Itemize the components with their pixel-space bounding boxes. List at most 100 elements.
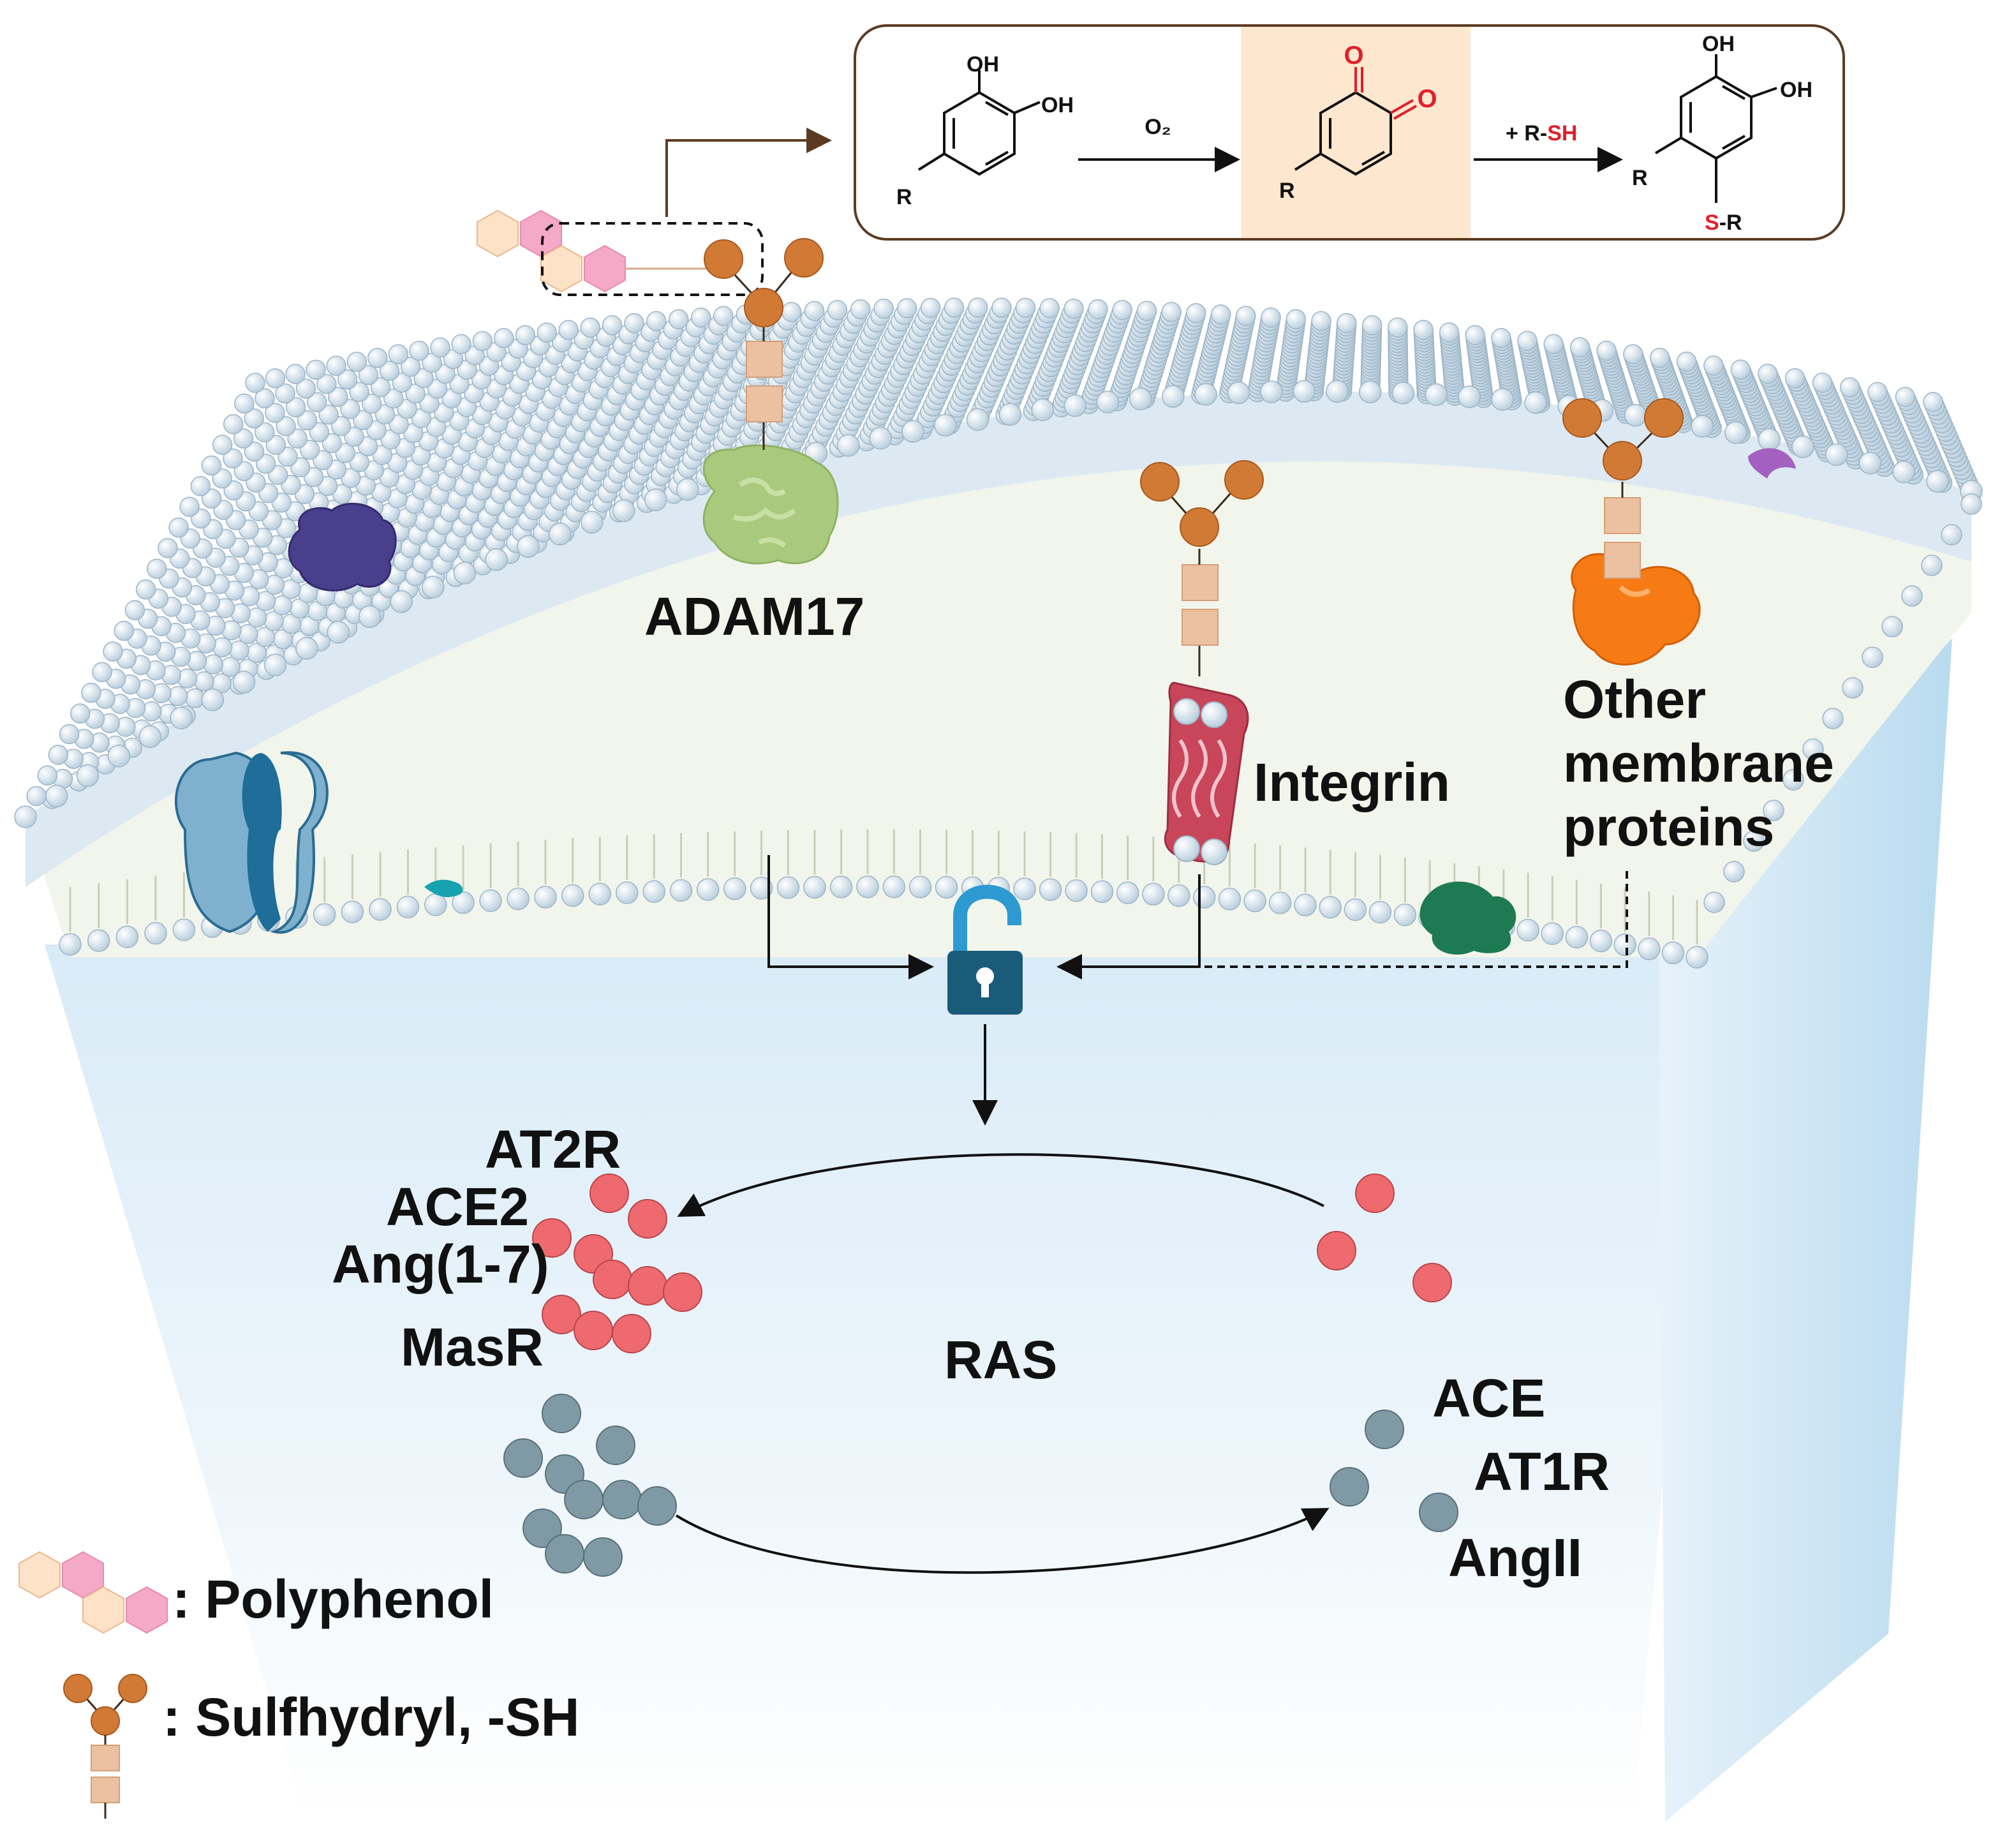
lipid-head (358, 605, 382, 629)
lipid-head (856, 875, 879, 898)
lipid-head (1743, 830, 1765, 852)
lipid-head (1941, 524, 1962, 546)
lipid-head (616, 881, 639, 904)
membrane-protein-green (1419, 881, 1516, 955)
lipid-head (201, 455, 222, 476)
lipid-head (1839, 377, 1860, 398)
reactant-oh-1: OH (967, 52, 999, 77)
lipid-head (908, 875, 932, 898)
lipid-head (1842, 677, 1864, 699)
membrane-protein-teal (424, 879, 463, 897)
product-r: R (1632, 166, 1648, 190)
lipid-head (144, 921, 167, 945)
lipid-head (14, 805, 37, 828)
lipid-head (1064, 299, 1084, 319)
lipid-head (383, 388, 404, 409)
lipid-head (966, 408, 989, 431)
lipid-head (1524, 391, 1547, 414)
ace-label: ACE (1432, 1368, 1545, 1428)
lipid-head (549, 523, 572, 546)
unlocked-padlock-icon (947, 884, 1023, 1015)
at2r-label: AT2R (485, 1119, 621, 1179)
integrin-label: Integrin (1254, 752, 1450, 812)
lipid-head (1286, 309, 1307, 330)
cytoplasm (45, 638, 1952, 1822)
classical-dot (596, 1426, 635, 1465)
lipid-head (1064, 394, 1087, 417)
lipid-head (1344, 898, 1367, 921)
lipid-head (1784, 368, 1805, 389)
lipid-head (1881, 616, 1903, 637)
lipid-head (537, 322, 557, 343)
lipid-head (944, 297, 965, 318)
lipid-head (1802, 738, 1824, 760)
lipid-head (1013, 877, 1036, 900)
protective-dot (1355, 1173, 1395, 1213)
adam17-label: ADAM17 (644, 586, 864, 646)
lipid-head (1090, 880, 1114, 904)
lipid-head (168, 517, 189, 538)
lipid-head (337, 369, 358, 390)
lipid-head (750, 877, 773, 900)
lipid-head (158, 538, 178, 558)
lipid-head (1862, 646, 1883, 668)
lipid-head (1921, 555, 1943, 576)
lipid-head (1517, 331, 1538, 352)
lipid-head (114, 620, 135, 641)
classical-dot (1419, 1493, 1458, 1532)
lipid-head (472, 331, 493, 352)
lipid-head (1649, 348, 1670, 368)
lipid-head (1129, 387, 1152, 410)
protective-ras-scatter (1317, 1173, 1452, 1302)
lipid-head (1361, 315, 1382, 336)
lipid-head (1960, 493, 1982, 515)
reagent-prefix: + R- (1506, 121, 1547, 145)
lipid-head (170, 706, 193, 729)
lipid-head (1895, 387, 1916, 407)
lipid-head (580, 510, 604, 534)
lipid-head (1923, 392, 1943, 412)
integrin-to-lock-arrow (1056, 874, 1201, 980)
protective-dot (589, 1173, 629, 1213)
lipid-head (366, 420, 387, 441)
lipid-head (349, 452, 369, 472)
lipid-head (1161, 302, 1182, 322)
lipid-head (1730, 359, 1751, 380)
lipid-head (1388, 317, 1408, 338)
lipid-head (81, 682, 101, 703)
lipid-head (265, 403, 285, 423)
lipid-head (328, 387, 348, 407)
lipid-head (1015, 297, 1036, 318)
lipid-head (212, 435, 233, 455)
adam17-to-lock-arrow (767, 855, 934, 980)
lipid-head (1758, 364, 1778, 384)
lipid-head (1623, 344, 1643, 364)
lipid-head (451, 334, 471, 355)
product-sr-suffix: -R (1719, 211, 1742, 235)
lipid-head (1167, 884, 1190, 907)
legend-sulfhydryl-icon (63, 1674, 147, 1819)
lipid-head (1691, 415, 1714, 438)
protective-ras-cluster (532, 1173, 702, 1353)
lipid-head (1439, 322, 1460, 343)
lipid-head (397, 398, 417, 419)
lipid-head (349, 382, 369, 403)
quinone-o-2: O (1417, 85, 1437, 113)
protective-dot (542, 1295, 581, 1334)
lipid-head (998, 403, 1022, 426)
lipid-head (374, 404, 396, 425)
lipid-head (1210, 304, 1231, 325)
lipid-head (1136, 301, 1157, 322)
lipid-head (901, 420, 924, 443)
lipid-head (1261, 307, 1281, 328)
lipid-head (1703, 355, 1724, 376)
lipid-head (1294, 893, 1317, 917)
lipid-head (1638, 937, 1661, 960)
lipid-head (87, 929, 110, 952)
other-membrane-proteins-line1: Other (1563, 669, 1706, 729)
lipid-head (422, 352, 442, 373)
lipid-head (276, 416, 296, 436)
ace2-label: ACE2 (386, 1177, 529, 1237)
angii-label: AngII (1448, 1528, 1582, 1588)
